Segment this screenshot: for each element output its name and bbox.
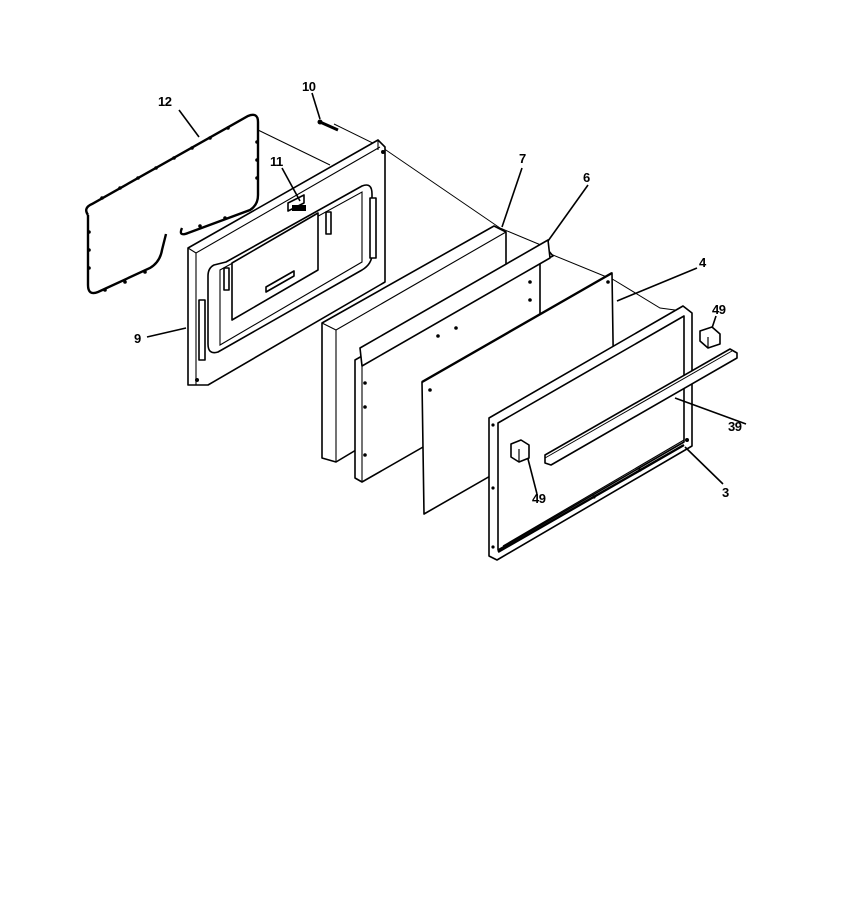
callout-49-top[interactable]: 49: [712, 302, 726, 317]
leader-49-top: [711, 315, 717, 329]
callout-49-bottom[interactable]: 49: [532, 491, 546, 506]
leader-11: [281, 167, 301, 202]
callout-4[interactable]: 4: [699, 255, 706, 270]
leader-9: [146, 327, 187, 338]
leader-10: [311, 92, 321, 120]
part-49-end-cap-left[interactable]: [510, 439, 530, 463]
assembly-guide-lines: [257, 123, 691, 313]
part-12-gasket[interactable]: [85, 113, 260, 295]
part-11-clip[interactable]: [292, 205, 306, 211]
callout-39[interactable]: 39: [728, 419, 742, 434]
callout-11[interactable]: 11: [270, 154, 283, 169]
callout-7[interactable]: 7: [519, 151, 526, 166]
callout-9[interactable]: 9: [134, 331, 141, 346]
callout-6[interactable]: 6: [583, 170, 590, 185]
leader-12: [178, 109, 200, 138]
leader-7: [501, 167, 523, 228]
leader-39: [674, 397, 747, 425]
part-10-screw[interactable]: [317, 119, 339, 132]
leader-3: [684, 446, 724, 485]
leader-4: [616, 267, 698, 302]
callout-12[interactable]: 12: [158, 94, 172, 109]
leader-49-bottom: [527, 458, 538, 495]
callout-10[interactable]: 10: [302, 79, 316, 94]
part-39-handle[interactable]: [544, 348, 738, 466]
part-9-inner-door-frame[interactable]: [187, 139, 386, 386]
part-49-end-cap-right[interactable]: [699, 326, 721, 349]
leader-6: [547, 184, 589, 242]
callout-3[interactable]: 3: [722, 485, 729, 500]
